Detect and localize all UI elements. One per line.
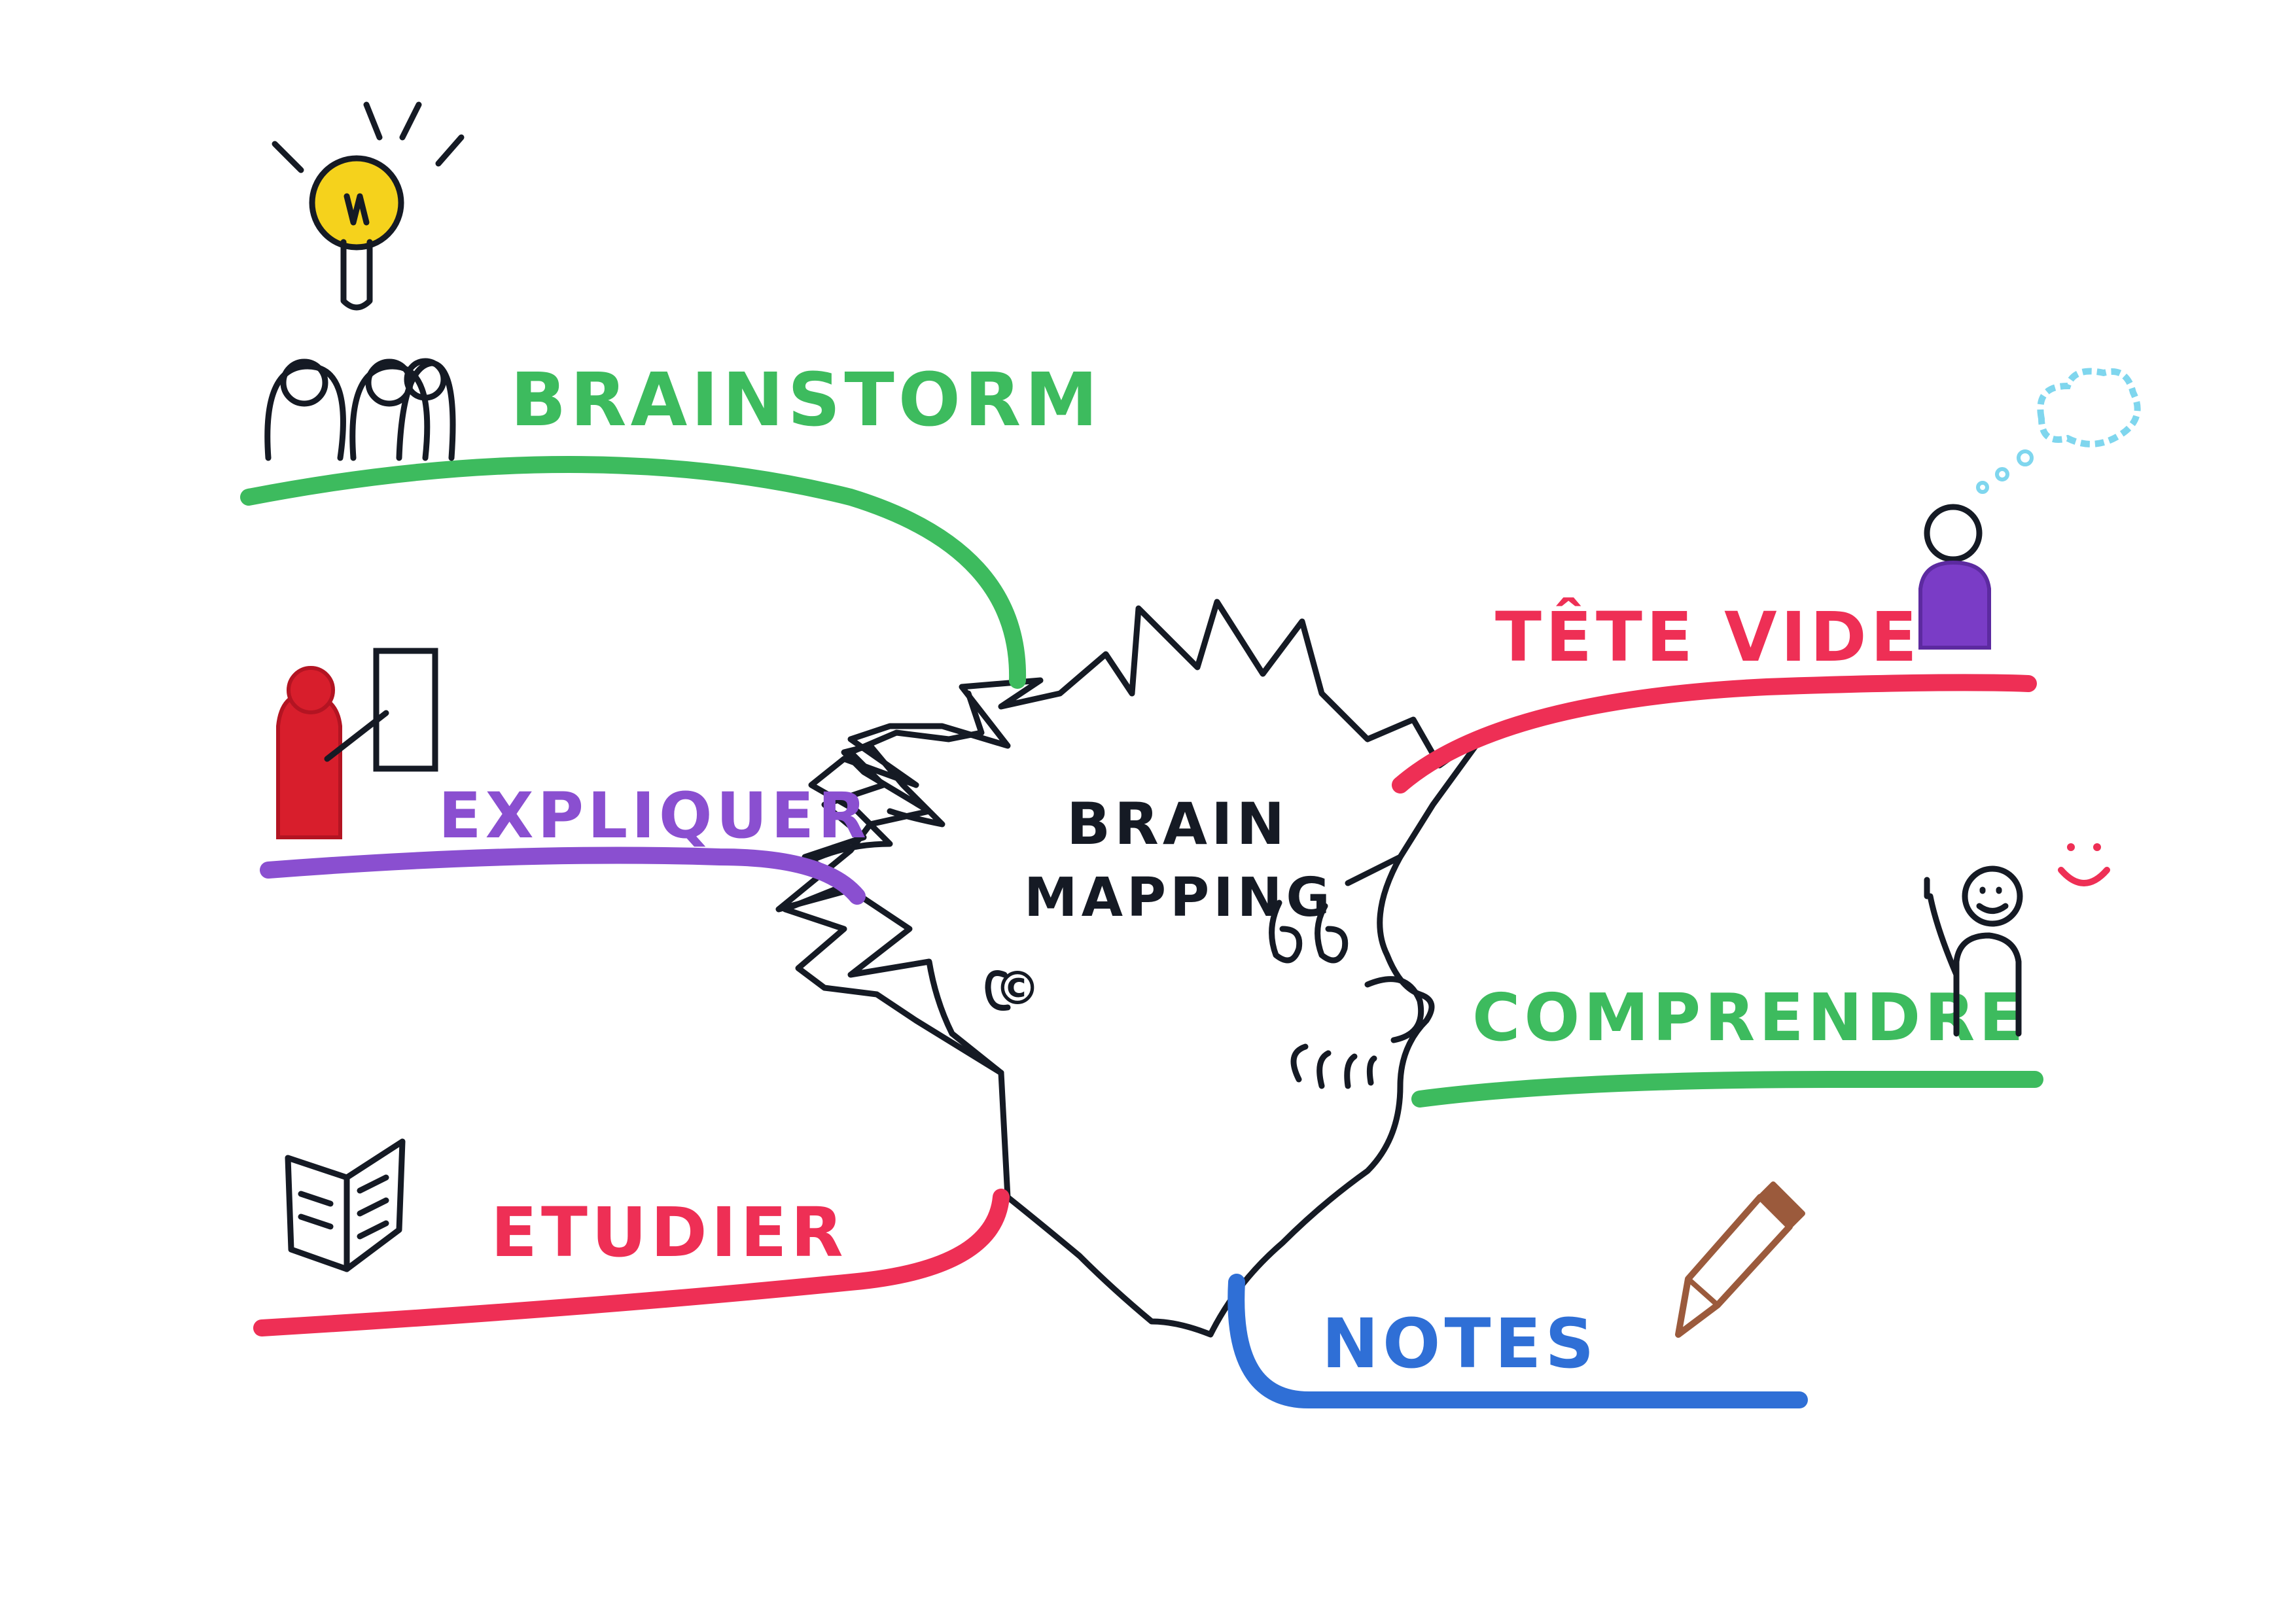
branch-line-expliquer (260, 846, 866, 905)
ear (985, 970, 1011, 1011)
presenter-icon (276, 648, 438, 839)
label-comprendre: COMPRENDRE (1472, 979, 2028, 1056)
thinking-person-icon (1918, 504, 1991, 650)
copyright-mark: © (995, 962, 1044, 1015)
branch-line-etudier (253, 1189, 1010, 1336)
center-title-line2: MAPPING (1024, 867, 1334, 929)
eye-left (1269, 899, 1303, 964)
central-head (775, 599, 1489, 1338)
people-group-icon (264, 358, 456, 461)
label-tete-vide: TÊTE VIDE (1495, 597, 1921, 677)
lightbulb-icon (272, 101, 465, 311)
nose (1364, 976, 1424, 1043)
label-expliquer: EXPLIQUER (438, 779, 870, 852)
branch-line-tete-vide (1392, 674, 2037, 794)
hair-spikes (802, 599, 1489, 893)
label-etudier: ETUDIER (491, 1193, 847, 1272)
thought-cloud-icon (1976, 368, 2141, 494)
book-icon (285, 1138, 406, 1272)
branch-line-brainstorm (240, 456, 1027, 689)
branch-line-comprendre (1411, 1070, 2043, 1108)
label-notes: NOTES (1322, 1304, 1598, 1384)
label-brainstorm: BRAINSTORM (510, 358, 1102, 443)
eye-right (1315, 903, 1349, 964)
head-left-side (782, 690, 1004, 1076)
smiley-icon (2058, 843, 2110, 886)
happy-person-icon (1924, 865, 2023, 1037)
pencil-icon (1675, 1181, 1805, 1338)
branch-line-notes (1227, 1274, 1808, 1409)
mouth-strokes (1290, 1043, 1377, 1089)
center-title-line1: BRAIN (1067, 790, 1288, 858)
